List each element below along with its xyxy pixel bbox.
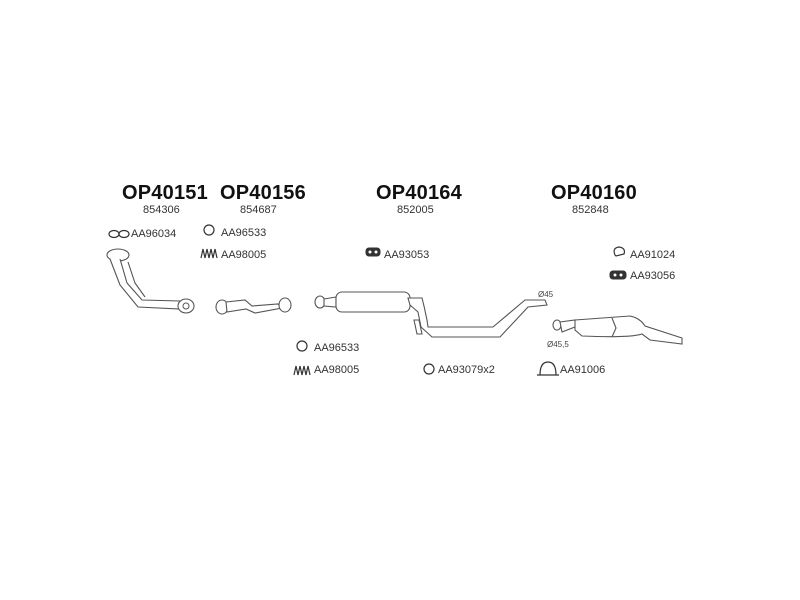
group-number-1: 854306 [143,204,180,216]
spring-icon [293,365,311,376]
group-code-3: OP40164 [376,182,462,204]
front-pipe-part [106,248,195,314]
hook-icon [613,246,626,257]
rubber-hanger-icon [609,270,627,280]
clamp-icon [537,361,559,376]
part-label-aa98005-top: AA98005 [221,249,267,261]
ring-icon [296,340,308,352]
part-label-aa91024: AA91024 [630,249,676,261]
group-code-4: OP40160 [551,182,637,204]
centre-silencer-part [314,291,548,338]
group-code-1: OP40151 [122,182,208,204]
group-code-2: OP40156 [220,182,306,204]
part-qty-aa93079: x2 [483,364,495,376]
part-code-aa93079: AA93079 [438,364,484,376]
group-number-4: 852848 [572,204,609,216]
part-label-aa93053: AA93053 [384,249,430,261]
part-label-aa93056: AA93056 [630,270,676,282]
part-label-aa93079: AA93079x2 [438,364,495,376]
ring-icon [423,363,435,375]
diameter-label-45: Ø45 [538,290,554,299]
part-label-aa96533-bottom: AA96533 [314,342,360,354]
group-number-2: 854687 [240,204,277,216]
diameter-label-45-5: Ø45,5 [547,340,569,349]
intermediate-pipe-part [215,297,292,315]
rear-silencer-part [552,315,683,345]
part-label-aa91006: AA91006 [560,364,606,376]
group-number-3: 852005 [397,204,434,216]
part-label-aa96533-top: AA96533 [221,227,267,239]
part-label-aa98005-bottom: AA98005 [314,364,360,376]
rubber-hanger-icon [365,247,381,257]
spring-icon [200,248,218,259]
gasket-icon [108,229,130,239]
part-label-aa96034: AA96034 [131,228,177,240]
ring-icon [203,224,215,236]
